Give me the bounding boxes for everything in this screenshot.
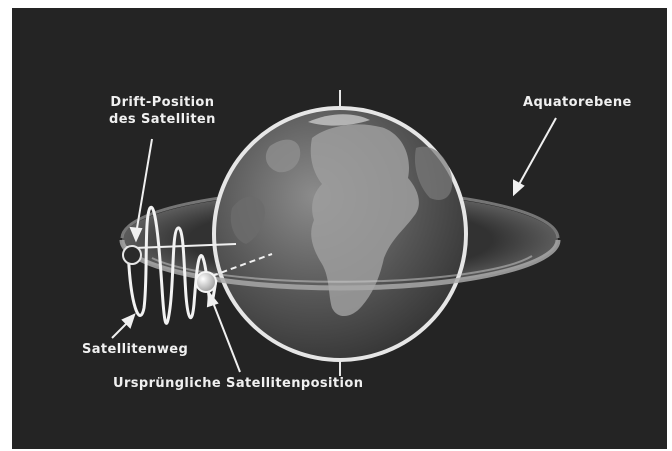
drift-position-label-line1: Drift-Position [109,94,216,111]
drift-position-label: Drift-Position des Satelliten [109,94,216,128]
original-position-label: Ursprüngliche Satellitenposition [113,375,363,392]
diagram-frame: Drift-Position des Satelliten Aquatorebe… [12,8,667,449]
equatorial-plane-label: Aquatorebene [523,94,632,111]
leader-equator-arrow [514,118,556,194]
drift-satellite-icon [123,246,141,264]
drift-position-label-line2: des Satelliten [109,111,216,128]
satellite-path-label: Satellitenweg [82,341,188,358]
original-satellite-icon [196,272,216,292]
earth-globe-icon [214,90,466,376]
leader-path-arrow [112,315,134,338]
